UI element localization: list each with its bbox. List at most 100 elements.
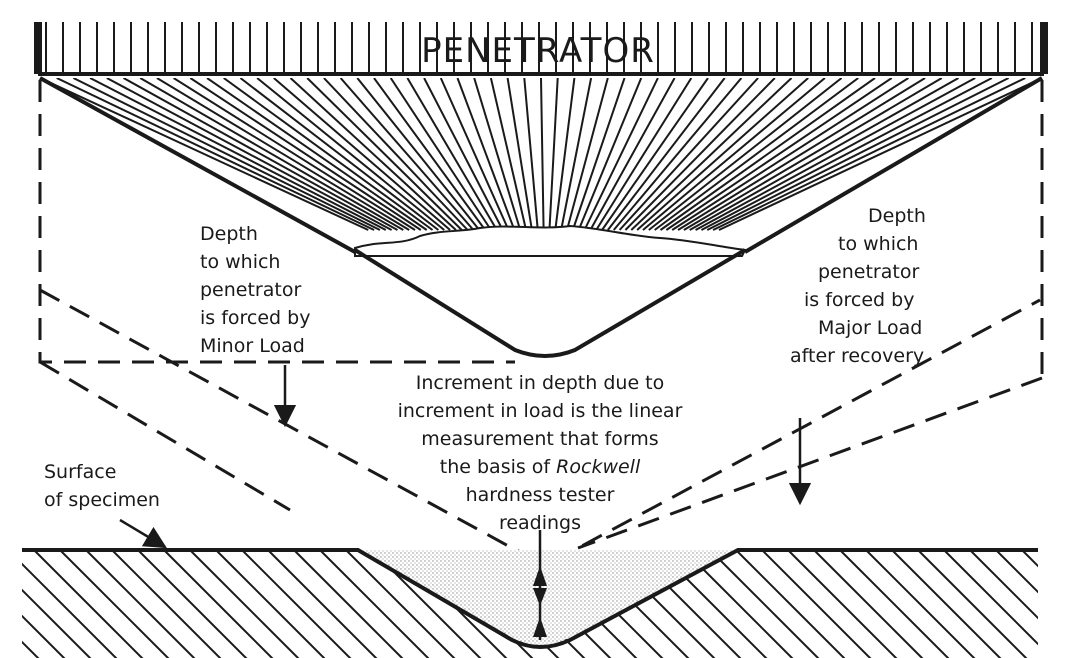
penetrator-tip [39,76,1044,257]
specimen-hatch-line [0,550,66,658]
tip-hatch-line [571,78,626,231]
tip-hatch-line [339,78,475,231]
specimen-hatch-line [1048,550,1081,658]
tip-hatch-line [289,78,457,231]
specimen-hatch-line [241,550,353,658]
specimen-hatch-line [22,550,93,658]
tip-hatch-line [523,78,539,231]
tip-hatch-line [642,78,826,231]
svg-text:Surface: Surface [44,461,116,483]
specimen-hatch-line [969,550,1038,658]
specimen-hatch-line [761,550,873,658]
svg-text:is forced by: is forced by [804,289,914,311]
svg-text:increment in load is the linea: increment in load is the linear [398,400,683,422]
svg-text:Depth: Depth [868,205,926,227]
svg-text:Increment in depth due to: Increment in depth due to [416,372,665,394]
tip-hatch-line [566,78,609,231]
tip-hatch-line [89,78,387,231]
tip-hatch-line [700,78,993,231]
tip-hatch-line [256,78,445,231]
tip-hatch-line [554,78,576,231]
specimen-hatch-line [917,550,1029,658]
tip-hatch-line [540,78,545,231]
specimen-hatch-line [189,550,301,658]
specimen-surface-line [22,548,1038,649]
specimen [0,548,1081,658]
specimen-hatch-line [813,550,925,658]
specimen-hatch-line [709,550,821,658]
specimen-hatch-line [85,550,197,658]
specimen-hatch-line [137,550,249,658]
tip-hatch-line [706,78,1010,231]
specimen-hatch-line [943,550,1038,658]
increment-double-arrow [533,530,547,640]
specimen-hatch-line [1074,550,1081,658]
svg-text:to which: to which [200,251,280,273]
tip-hatch-line [683,78,943,231]
tip-hatch-line [583,78,659,231]
tip-hatch-line [189,78,422,231]
specimen-hatch-line [787,550,899,658]
tip-hatch-line [506,78,533,231]
tip-hatch-line [156,78,410,231]
svg-text:penetrator: penetrator [818,261,919,283]
specimen-hatch-line [22,550,119,658]
tip-hatch-line [548,78,559,231]
tip-hatch-line [654,78,859,231]
tip-hatch-line [612,78,743,231]
specimen-hatch-line [215,550,327,658]
tip-hatch-line [695,78,976,231]
tip-hatch-line [72,78,381,231]
specimen-indent-fill [358,550,738,647]
specimen-hatch-line [345,550,457,658]
tip-hatch-line [489,78,528,231]
tip-hatch-line [601,78,709,231]
specimen-hatch-line [293,550,405,658]
specimen-hatch-line [267,550,379,658]
svg-text:of specimen: of specimen [44,489,160,511]
tip-hatch-line [40,78,369,231]
tip-hatch-line [123,78,398,231]
tip-hatch-line [677,78,926,231]
specimen-hatch-line [865,550,977,658]
specimen-hatch-line [0,550,14,658]
tip-hatch-line [665,78,893,231]
svg-text:Major Load: Major Load [818,317,922,339]
tip-hatch-line [473,78,522,231]
tip-hatch-line [636,78,809,231]
tip-hatch-line [630,78,793,231]
major-load-label: Depth to which penetrator is forced by M… [790,205,926,367]
minor-load-label: Depth to which penetrator is forced by M… [200,223,310,357]
tip-hatch-line [712,78,1026,231]
svg-text:Minor Load: Minor Load [200,335,305,357]
tip-hatch-line [560,78,593,231]
tip-hatch-line [389,78,492,231]
tip-hatch-line [648,78,843,231]
tip-hatch-line [223,78,434,231]
tip-hatch-line [689,78,959,231]
specimen-hatch-line [839,550,951,658]
penetrator-title: PENETRATOR [421,31,655,71]
tip-hatch-line [273,78,451,231]
svg-text:measurement that forms: measurement that forms [421,428,658,450]
tip-hatch-line [323,78,469,231]
specimen-hatch-line [33,550,145,658]
specimen-hatch-line [22,550,41,658]
specimen-hatch-line [22,550,67,658]
increment-label: Increment in depth due to increment in l… [398,372,683,534]
specimen-hatch-line [0,550,40,658]
tip-hatch-line [173,78,416,231]
specimen-hatch-line [111,550,223,658]
tip-hatch-line [56,78,375,231]
tip-hatch-line [659,78,876,231]
tip-hatch-line [206,78,428,231]
tip-hatch-line [356,78,481,231]
svg-text:readings: readings [499,512,581,534]
specimen-hatch-line [319,550,431,658]
tip-hatch-line [577,78,643,231]
tip-hatch-line [106,78,393,231]
tip-hatch-line [671,78,909,231]
increment-line4-prefix: the basis of [440,456,556,478]
tip-hatch-line [439,78,510,231]
